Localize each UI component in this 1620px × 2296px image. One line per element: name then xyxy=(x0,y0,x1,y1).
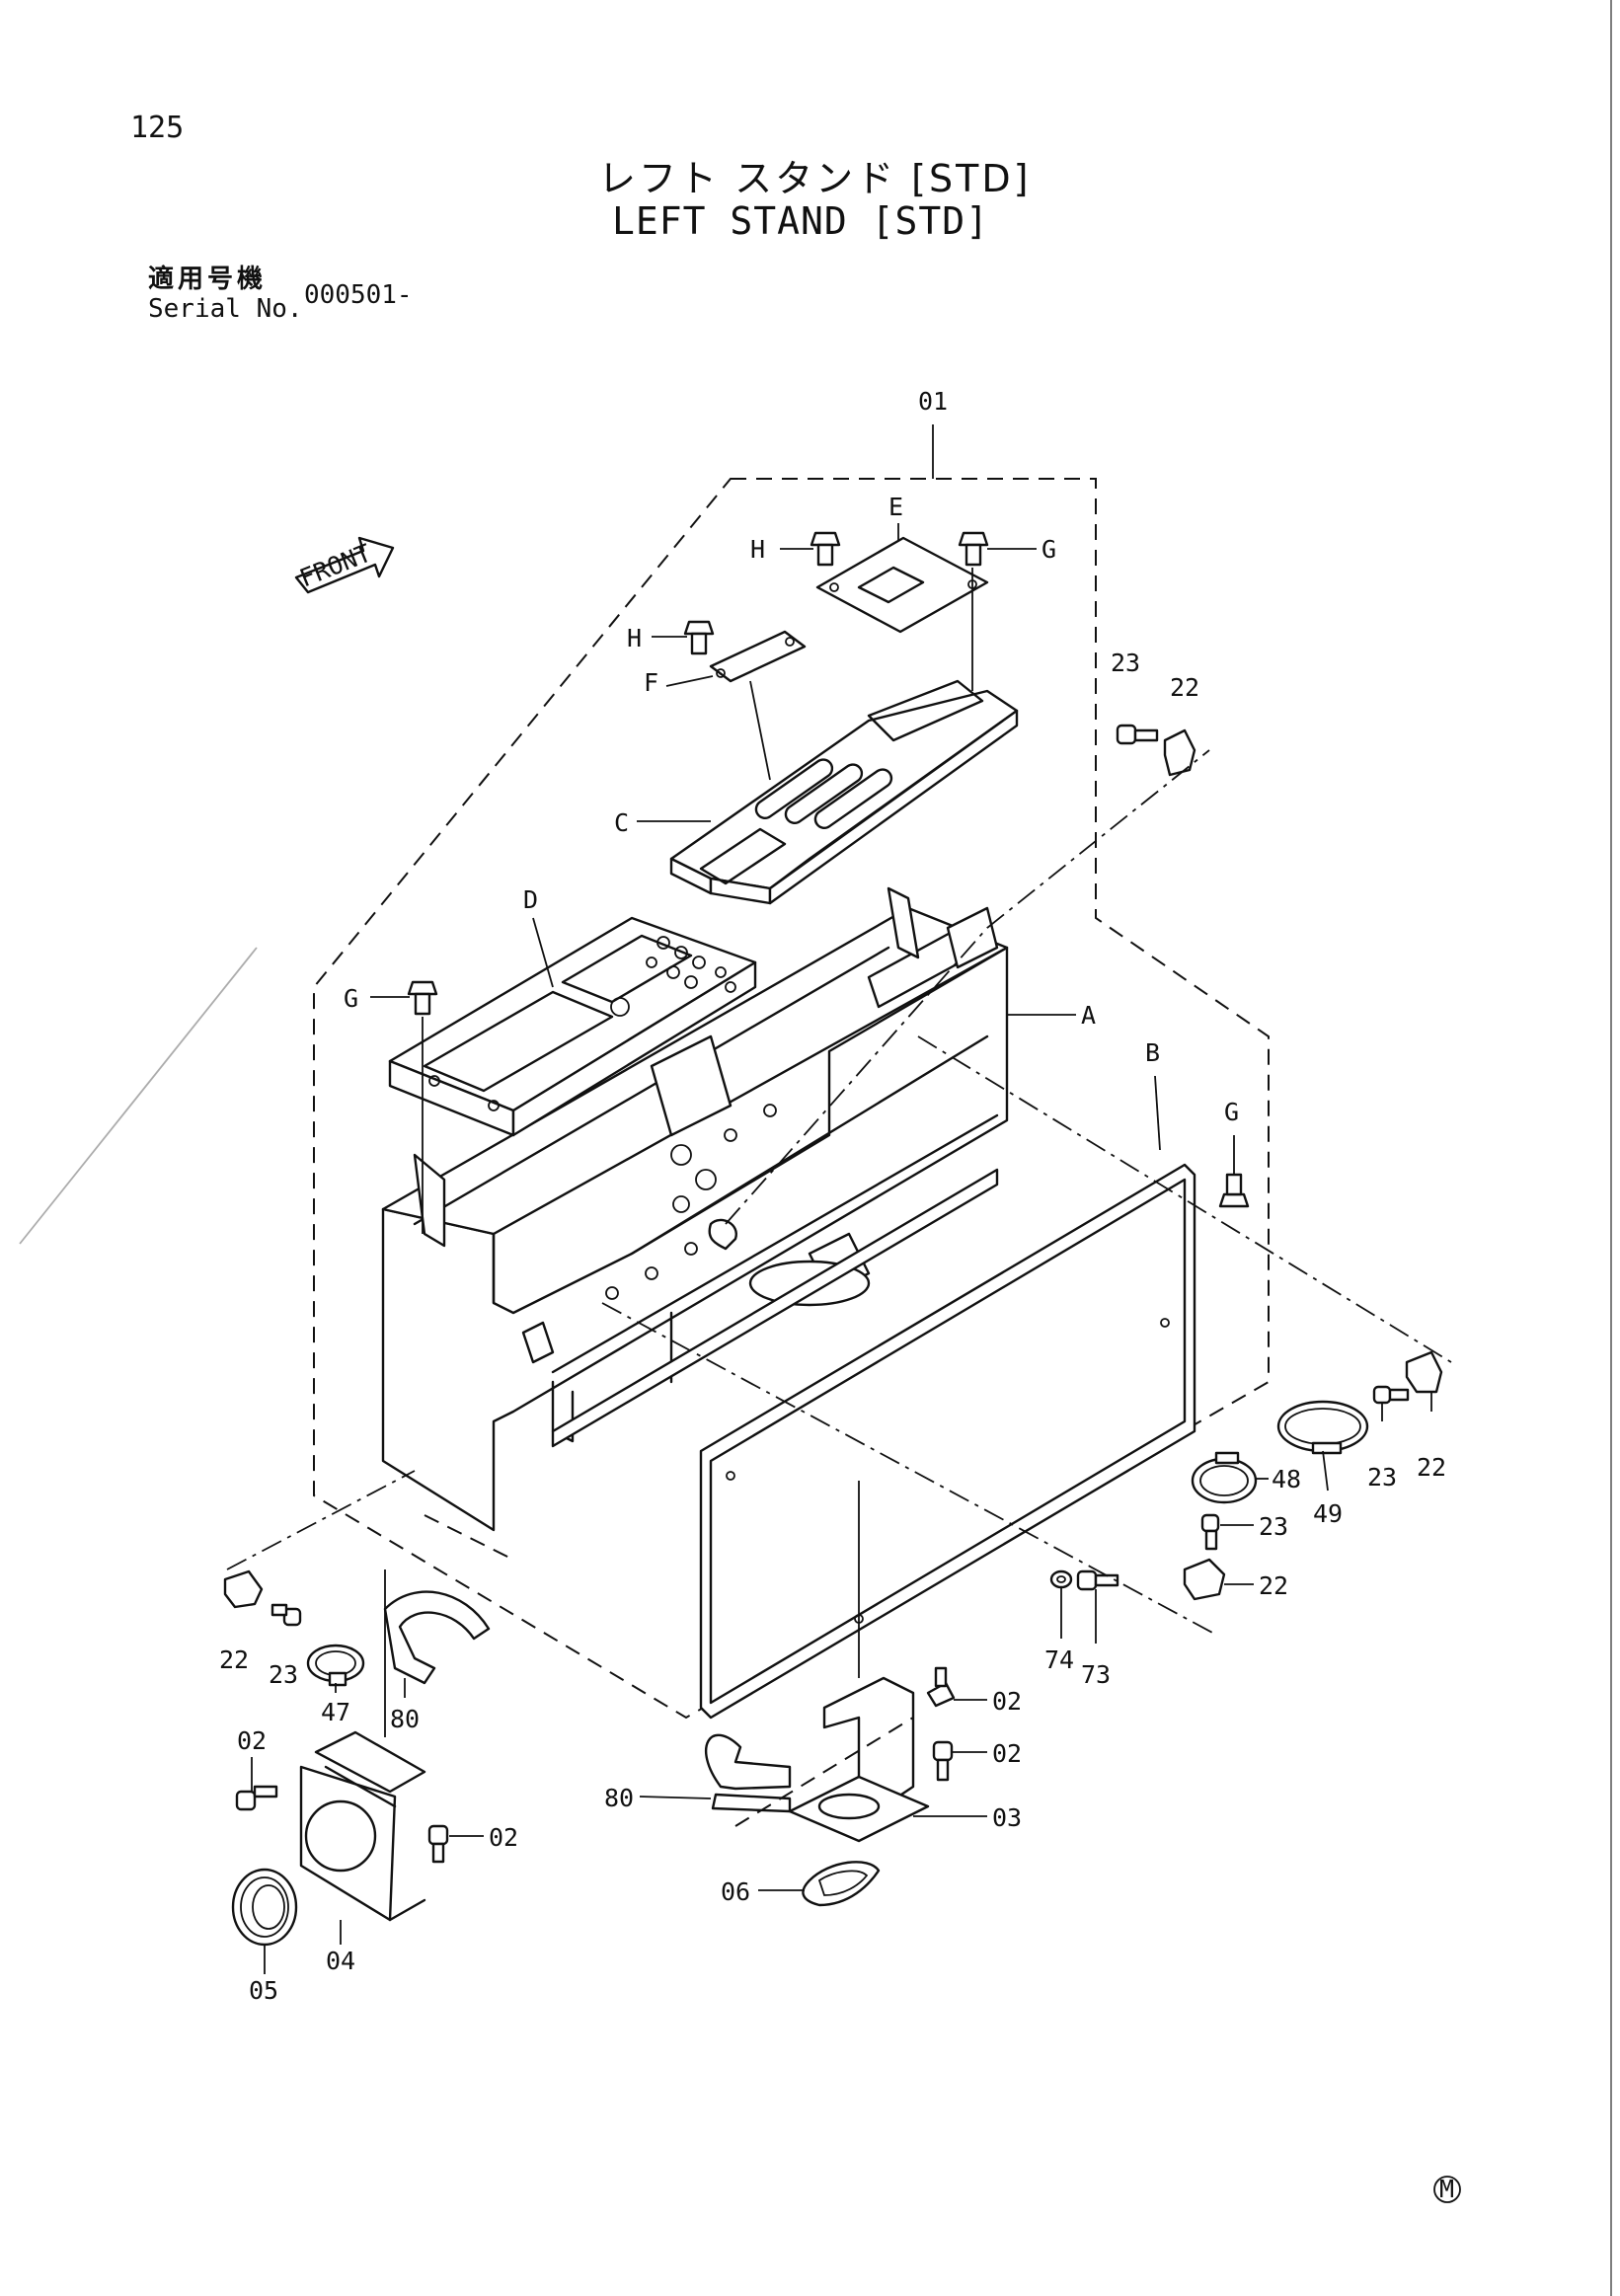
bolt-G-right xyxy=(1218,1173,1250,1208)
serial-number-value: 000501- xyxy=(304,280,413,310)
clip-22-right xyxy=(1405,1350,1443,1394)
label-80-left: 80 xyxy=(390,1705,420,1733)
label-49: 49 xyxy=(1313,1499,1343,1528)
bolt-H-top xyxy=(810,531,841,567)
bolt-23-left xyxy=(270,1603,302,1627)
bolt-G-left xyxy=(407,980,438,1016)
clip-22-top xyxy=(1163,728,1196,777)
label-H-mid: H xyxy=(627,624,642,652)
label-A: A xyxy=(1081,1001,1096,1030)
label-02-a: 02 xyxy=(992,1687,1022,1716)
assembly-line-3 xyxy=(749,680,771,781)
label-73: 73 xyxy=(1081,1660,1111,1689)
title-english: LEFT STAND [STD] xyxy=(612,199,990,243)
label-G-right: G xyxy=(1224,1098,1239,1126)
label-23-left: 23 xyxy=(269,1660,298,1689)
grommet-06 xyxy=(802,1861,881,1907)
label-74: 74 xyxy=(1044,1645,1074,1674)
washer-74 xyxy=(1049,1569,1073,1589)
label-02-d: 02 xyxy=(489,1823,518,1852)
label-03: 03 xyxy=(992,1803,1022,1832)
bracket-04 xyxy=(299,1730,426,1922)
scan-edge-left xyxy=(19,947,258,1245)
bolt-H-mid xyxy=(683,620,715,655)
front-arrow-text: FRONT xyxy=(295,538,375,592)
plate-E xyxy=(815,536,989,634)
clamp-49 xyxy=(1276,1400,1369,1455)
clamp-48 xyxy=(1191,1451,1258,1504)
page-number: 125 xyxy=(130,111,185,145)
label-22-mid: 22 xyxy=(1259,1571,1288,1600)
grommet-05 xyxy=(231,1868,298,1947)
plate-F xyxy=(709,630,807,683)
panel-D xyxy=(388,916,757,1137)
clamp-47 xyxy=(306,1644,365,1687)
hidden-line-2 xyxy=(424,1514,514,1561)
front-arrow: FRONT xyxy=(294,536,395,594)
chain-line-2 xyxy=(917,1035,1452,1363)
label-02-c: 02 xyxy=(237,1726,267,1755)
label-23-right: 23 xyxy=(1367,1463,1397,1492)
strip-80-left xyxy=(383,1590,491,1685)
bracket-03 xyxy=(788,1676,930,1843)
label-F: F xyxy=(644,668,658,697)
serial-label-japanese: 適用号機 xyxy=(148,265,268,294)
bolt-23-top xyxy=(1116,724,1159,745)
leader-F xyxy=(665,675,714,687)
leader-B xyxy=(1154,1075,1161,1151)
assembly-boundary xyxy=(313,478,1270,1720)
bolt-02-a xyxy=(926,1666,956,1708)
bolt-23-right xyxy=(1372,1385,1410,1405)
title-japanese: レフト スタンド [STD] xyxy=(598,157,1032,200)
bolt-02-d xyxy=(427,1824,449,1864)
label-47: 47 xyxy=(321,1698,350,1726)
chain-line-4 xyxy=(226,1470,416,1570)
label-23-mid: 23 xyxy=(1259,1512,1288,1541)
bolt-02-b xyxy=(932,1740,954,1782)
label-D: D xyxy=(523,885,538,914)
label-04: 04 xyxy=(326,1947,355,1975)
label-G-left: G xyxy=(344,984,358,1013)
strip-80-bottom xyxy=(704,1733,792,1813)
frame-A xyxy=(381,886,1009,1532)
leader-D xyxy=(532,917,554,988)
bolt-23-mid xyxy=(1200,1513,1220,1551)
leader-80-bottom xyxy=(639,1796,712,1799)
svg-text:M: M xyxy=(1439,2175,1454,2203)
chain-line-1 xyxy=(725,749,1210,1225)
label-02-b: 02 xyxy=(992,1739,1022,1768)
leader-49 xyxy=(1322,1450,1329,1492)
clip-22-left xyxy=(223,1569,264,1609)
label-80-bottom: 80 xyxy=(604,1784,634,1812)
label-E: E xyxy=(888,493,903,521)
clip-22-mid xyxy=(1183,1558,1226,1601)
circled-m-mark: M xyxy=(1433,2175,1461,2203)
side-plate-B xyxy=(699,1163,1196,1720)
cover-C xyxy=(669,679,1019,905)
label-48: 48 xyxy=(1272,1465,1301,1493)
label-06: 06 xyxy=(721,1877,750,1906)
label-01: 01 xyxy=(918,387,948,416)
label-23-top: 23 xyxy=(1111,649,1140,677)
chain-line-3 xyxy=(601,1302,1215,1635)
hidden-line-1 xyxy=(734,1717,914,1827)
bolt-02-c xyxy=(235,1785,278,1811)
label-C: C xyxy=(614,808,629,837)
label-B: B xyxy=(1145,1038,1160,1067)
label-H-top: H xyxy=(750,535,765,564)
label-G-top: G xyxy=(1041,535,1056,564)
label-05: 05 xyxy=(249,1976,278,2005)
serial-label-english: Serial No. xyxy=(148,294,303,324)
label-22-left: 22 xyxy=(219,1645,249,1674)
bolt-G-top xyxy=(958,531,989,567)
label-22-right: 22 xyxy=(1417,1453,1446,1482)
label-22-top: 22 xyxy=(1170,673,1199,702)
bolt-73 xyxy=(1076,1569,1119,1591)
